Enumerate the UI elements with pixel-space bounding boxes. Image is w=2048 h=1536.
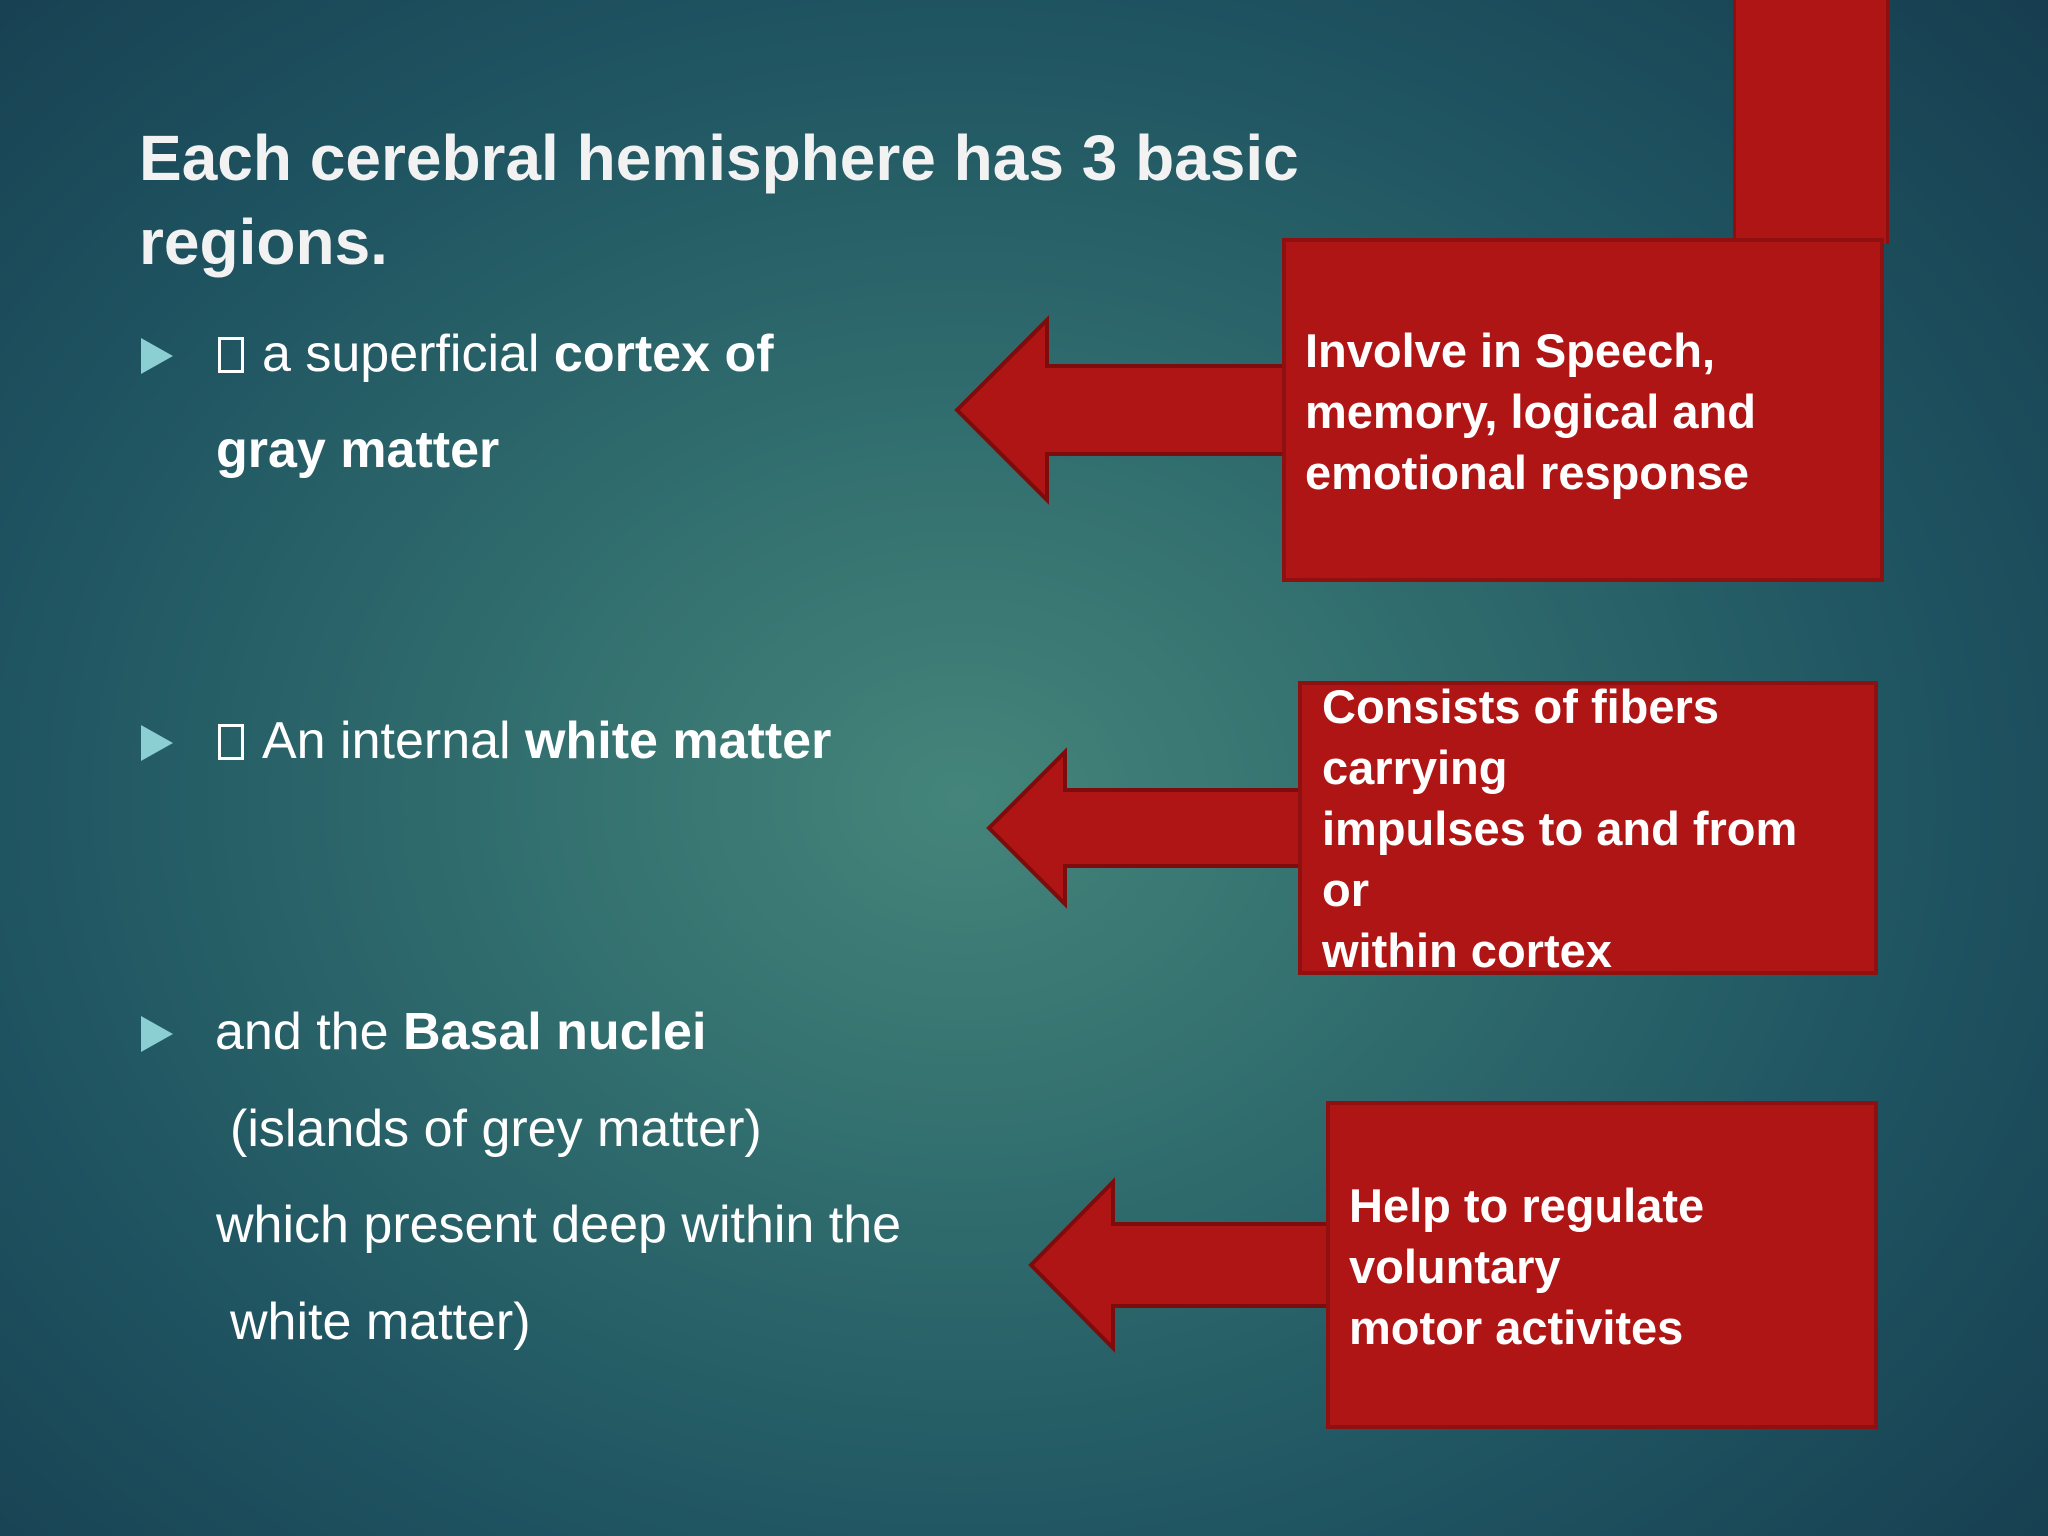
title-line-2: regions.: [139, 206, 388, 278]
callout-2-line: Consists of fibers: [1322, 680, 1719, 733]
bullet-2-line-1: An internal white matter: [218, 709, 831, 773]
callout-box-fibers: [1298, 681, 1878, 975]
bullet-3-text: and the: [215, 1003, 403, 1061]
callout-2-line: or: [1322, 863, 1369, 916]
callout-1-text: Involve in Speech, memory, logical and e…: [1305, 320, 1756, 503]
title-line-1: Each cerebral hemisphere has 3 basic: [139, 122, 1299, 194]
bullet-2-bold-text: white matter: [525, 712, 832, 770]
callout-1-line: memory, logical and: [1305, 385, 1756, 438]
bullet-triangle-icon: [141, 725, 173, 761]
callout-2-line: within cortex: [1322, 924, 1612, 977]
bullet-1-line-2: gray matter: [216, 418, 499, 482]
callout-3-line: Help to regulate: [1349, 1179, 1705, 1232]
left-arrow-icon: [1028, 1177, 1359, 1353]
callout-2-line: carrying: [1322, 741, 1508, 794]
left-arrow-icon: [954, 315, 1295, 505]
bullet-3-line-4: white matter): [230, 1293, 531, 1351]
bullet-2-text: An internal: [262, 712, 526, 770]
callout-3-text: Help to regulate voluntary motor activit…: [1349, 1175, 1704, 1358]
bullet-1-line-1: a superficial cortex of: [218, 322, 774, 386]
bullet-3-line-2: (islands of grey matter): [230, 1100, 762, 1158]
missing-glyph-icon: [218, 337, 244, 373]
callout-3-line: motor activites: [1349, 1301, 1684, 1354]
bullet-triangle-icon: [141, 338, 173, 374]
left-arrow-icon: [986, 747, 1317, 909]
bullet-3-bold-text: Basal nuclei: [402, 1003, 707, 1061]
callout-box-motor: [1326, 1101, 1878, 1429]
callout-box-speech: [1282, 238, 1884, 582]
bullet-1-text: a superficial: [262, 325, 554, 383]
callout-2-line: impulses to and from: [1322, 802, 1798, 855]
callout-1-line: Involve in Speech,: [1305, 324, 1716, 377]
decorative-top-tab: [1733, 0, 1889, 244]
callout-3-line: voluntary: [1349, 1240, 1561, 1293]
bullet-triangle-icon: [141, 1016, 173, 1052]
missing-glyph-icon: [218, 724, 244, 760]
callout-2-text: Consists of fibers carrying impulses to …: [1322, 676, 1797, 981]
bullet-3-line-1: and the Basal nuclei: [215, 1000, 706, 1064]
callout-1-line: emotional response: [1305, 446, 1749, 499]
bullet-3-line-3: which present deep within the: [216, 1196, 902, 1254]
bullet-1-bold-continuation: gray matter: [216, 421, 500, 479]
slide-title: Each cerebral hemisphere has 3 basic regi…: [139, 116, 1439, 284]
bullet-1-bold-text: cortex of: [553, 325, 774, 383]
